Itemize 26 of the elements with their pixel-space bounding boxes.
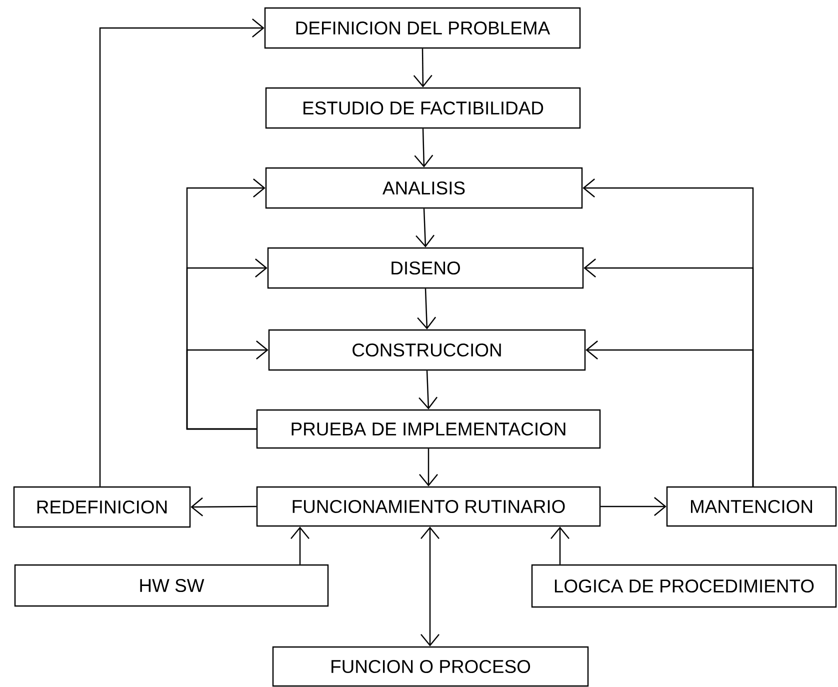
process-box: DEFINICION DEL PROBLEMA — [264, 7, 581, 49]
arrow — [419, 448, 438, 486]
process-box: FUNCION O PROCESO — [272, 646, 589, 687]
arrow — [290, 526, 310, 564]
process-box: CONSTRUCCION — [268, 329, 586, 371]
arrow — [186, 340, 268, 430]
process-box: LOGICA DE PROCEDIMIENTO — [531, 564, 837, 608]
arrow — [418, 370, 438, 410]
arrow — [416, 208, 435, 248]
arrow — [99, 18, 264, 486]
process-box: ANALISIS — [265, 167, 583, 209]
process-box: ESTUDIO DE FACTIBILIDAD — [265, 87, 581, 129]
arrow — [550, 526, 570, 564]
process-box: MANTENCION — [666, 486, 837, 527]
arrow — [417, 288, 436, 330]
process-box: REDEFINICION — [13, 486, 191, 528]
process-box: PRUEBA DE IMPLEMENTACION — [256, 409, 601, 449]
arrow — [414, 128, 434, 168]
arrow — [413, 48, 432, 88]
process-box: DISENO — [267, 247, 584, 289]
process-box: HW SW — [14, 564, 329, 607]
arrow — [600, 497, 666, 516]
arrow — [190, 497, 256, 516]
arrow — [420, 526, 440, 646]
arrow — [586, 340, 754, 486]
process-box: FUNCIONAMIENTO RUTINARIO — [256, 486, 601, 527]
